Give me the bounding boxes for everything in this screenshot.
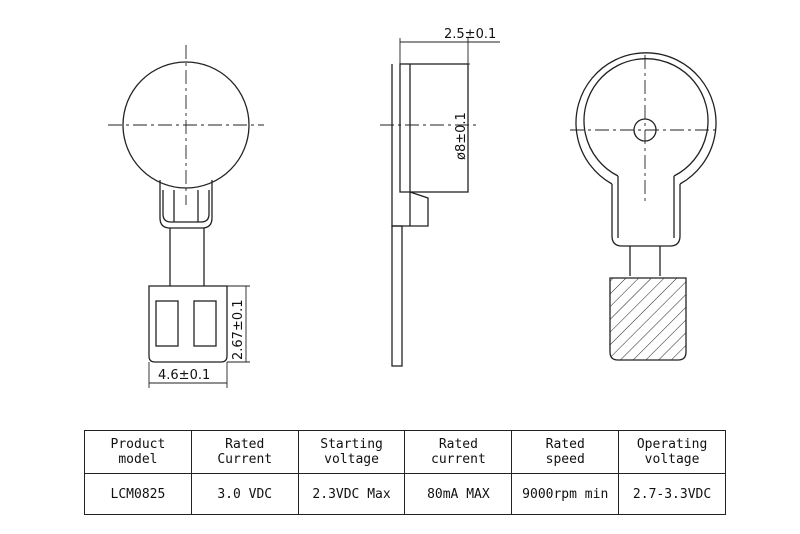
pad-height-label: 2.67±0.1 bbox=[231, 299, 246, 360]
solder-pad-right bbox=[193, 300, 217, 347]
thickness-label: 2.5±0.1 bbox=[444, 27, 496, 42]
cell-operating-voltage: 2.7-3.3VDC bbox=[618, 473, 726, 515]
solder-tab-outline bbox=[159, 180, 213, 229]
cell-rated-current: 3.0 VDC bbox=[190, 473, 299, 515]
solder-pad-left bbox=[155, 300, 179, 347]
cell-rated-speed: 9000rpm min bbox=[511, 473, 620, 515]
back-tab-outline bbox=[611, 184, 681, 247]
flex-cable-outline bbox=[162, 190, 210, 223]
pad-outline bbox=[148, 285, 228, 363]
side-tab-outline bbox=[391, 191, 429, 227]
back-view bbox=[570, 52, 720, 361]
hatched-pad bbox=[609, 277, 687, 361]
diameter-label: ø8±0.1 bbox=[454, 112, 469, 160]
cell-product-model: LCM0825 bbox=[84, 473, 192, 515]
pad-width-label: 4.6±0.1 bbox=[158, 368, 210, 383]
back-inner-ring bbox=[583, 58, 709, 177]
table-row: LCM0825 3.0 VDC 2.3VDC Max 80mA MAX 9000… bbox=[84, 473, 726, 515]
flex-cable-side bbox=[391, 225, 403, 367]
cell-starting-voltage: 2.3VDC Max bbox=[297, 473, 406, 515]
back-body-outline bbox=[575, 52, 717, 185]
cell-rated-current-ma: 80mA MAX bbox=[404, 473, 513, 515]
front-view bbox=[108, 45, 264, 388]
side-view bbox=[380, 38, 500, 367]
